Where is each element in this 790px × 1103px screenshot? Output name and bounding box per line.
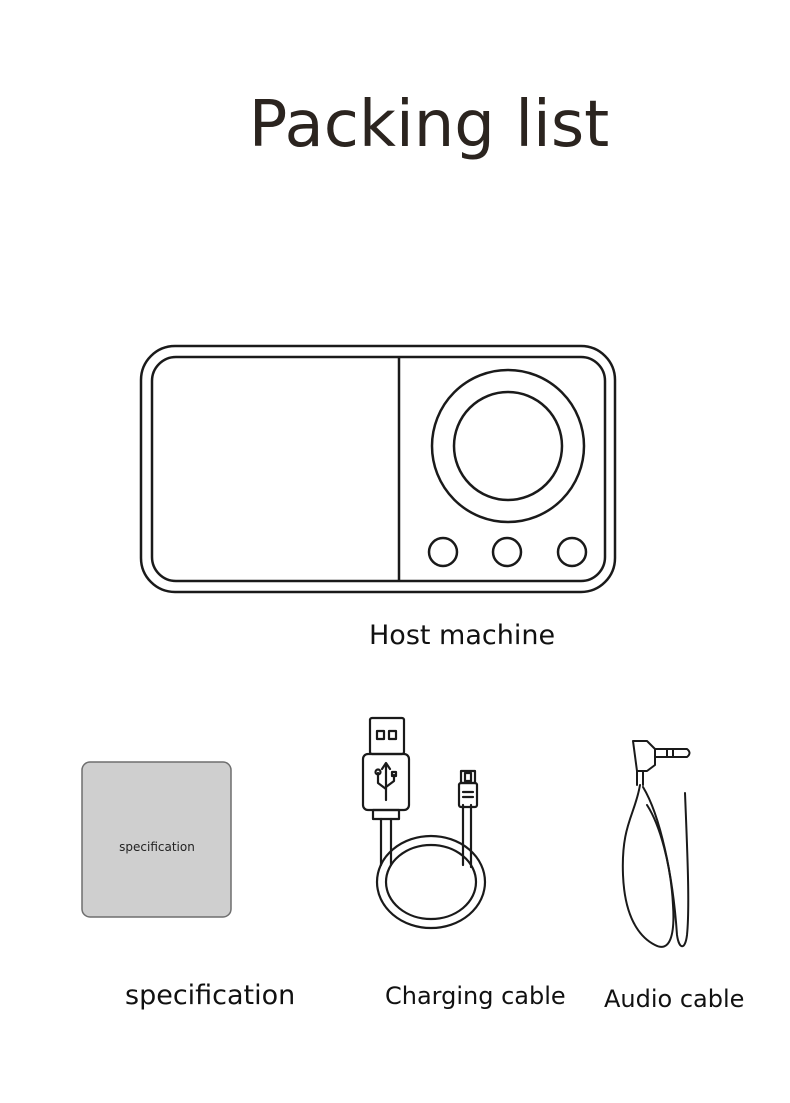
charging-cable-caption: Charging cable <box>385 982 566 1010</box>
audio-aux-cable-icon <box>621 740 691 948</box>
audio-cable-caption: Audio cable <box>604 985 745 1013</box>
usb-charging-cable-icon <box>361 716 487 930</box>
manual-booklet-icon: specification <box>81 761 232 918</box>
radio-speaker-icon <box>139 344 617 594</box>
specification-caption: specification <box>125 980 296 1011</box>
page-title: Packing list <box>248 88 610 162</box>
host-machine-caption: Host machine <box>369 620 556 651</box>
manual-cover-text: specification <box>119 840 195 854</box>
